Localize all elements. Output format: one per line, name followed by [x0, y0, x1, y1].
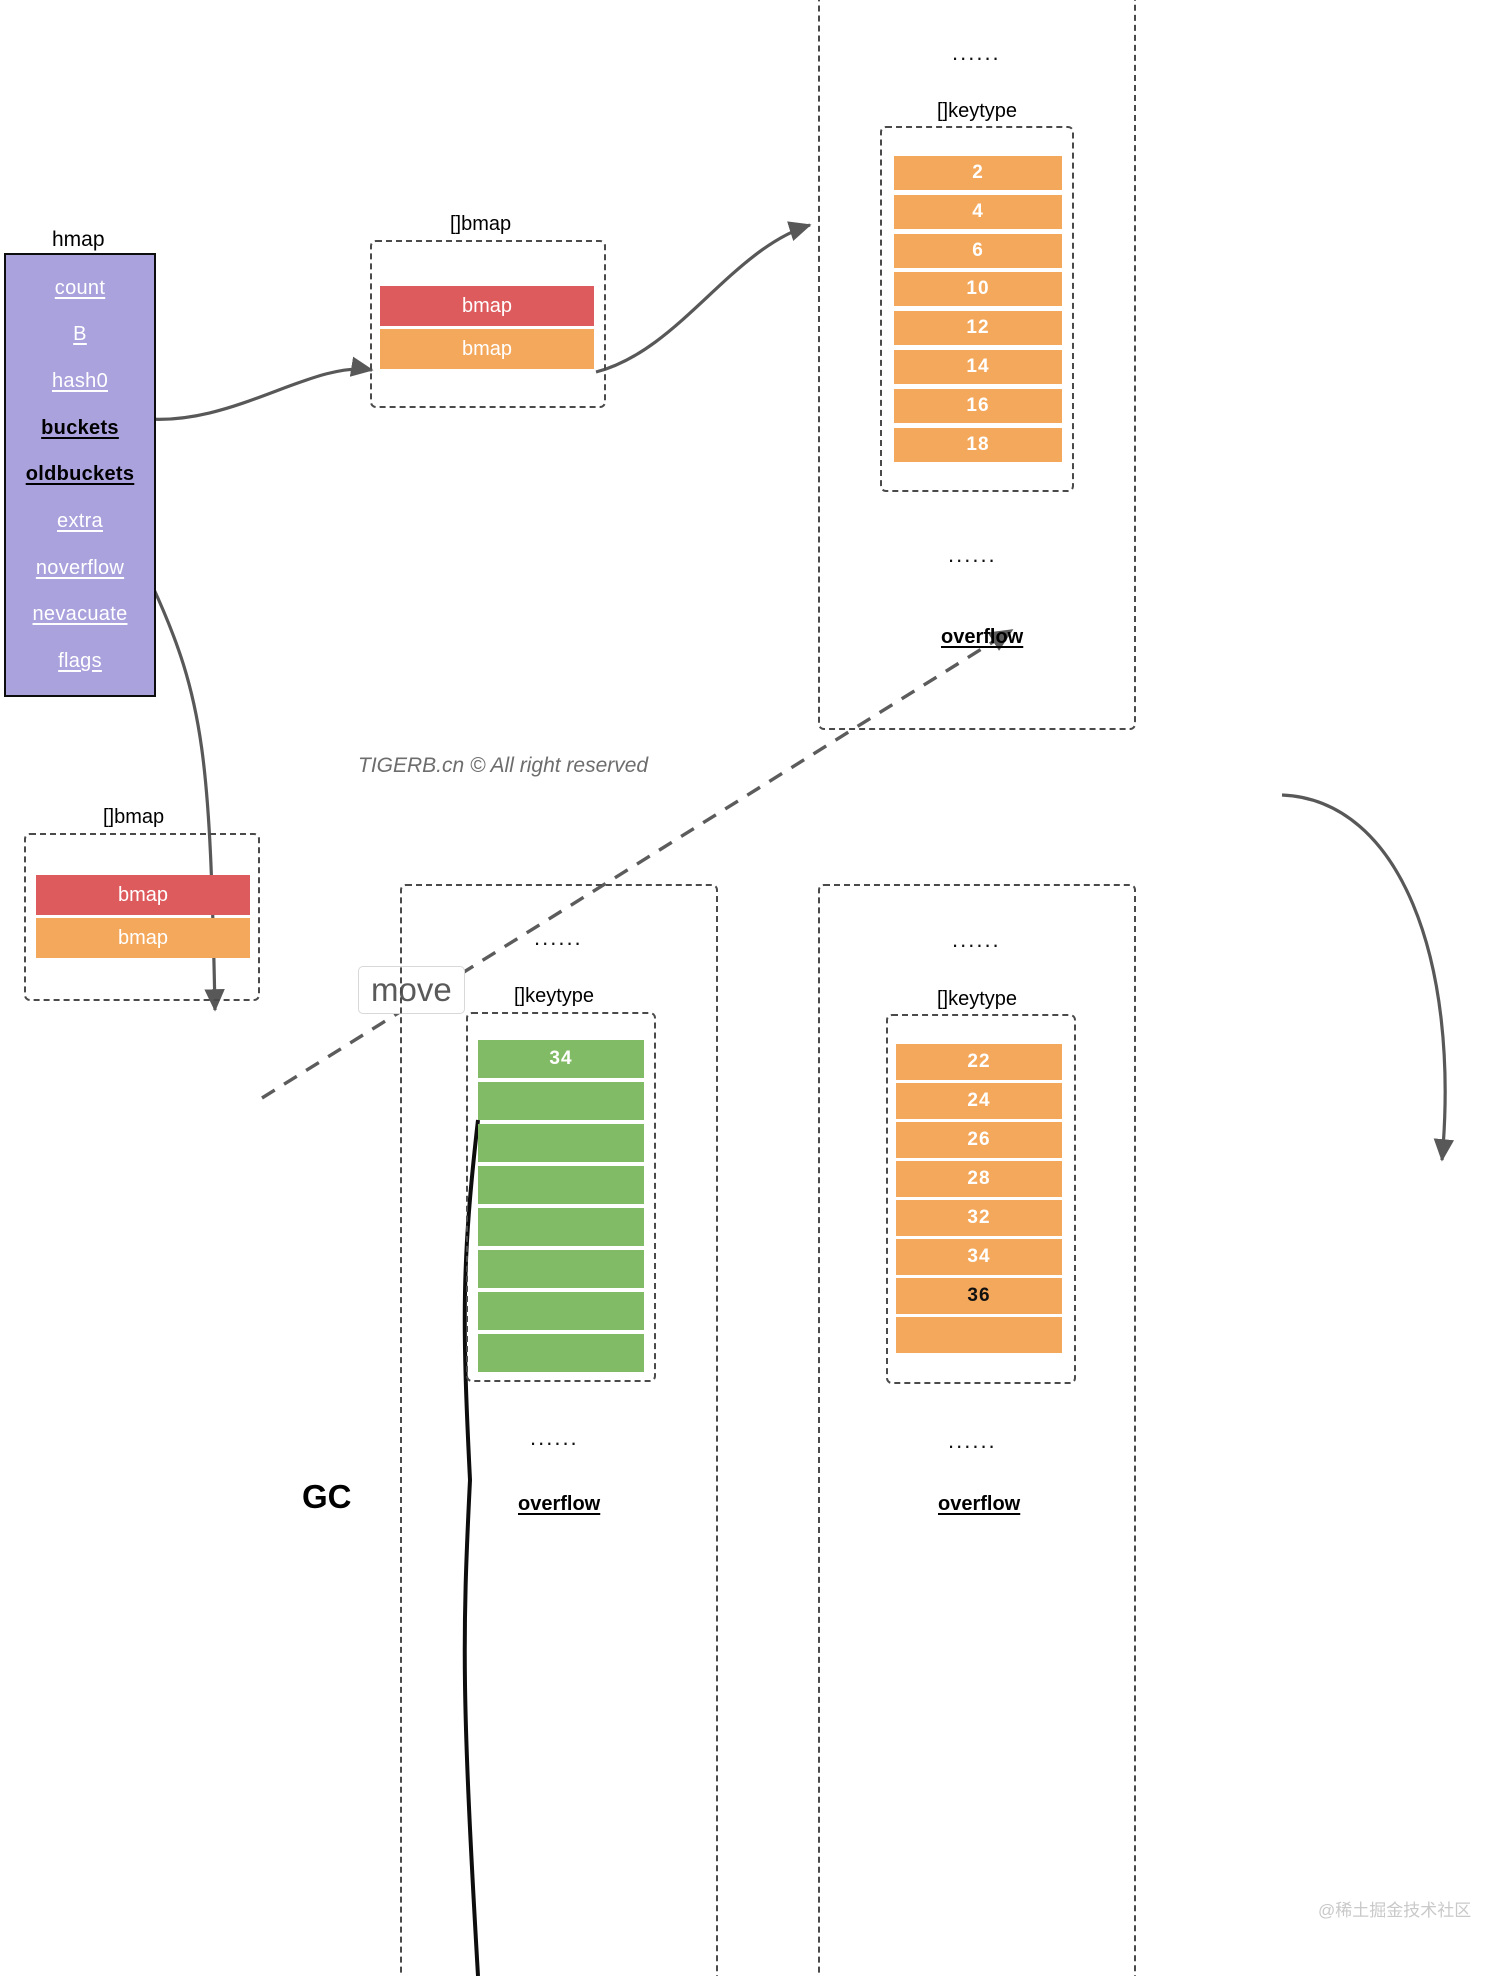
buckets-bmap-slice-1: bmap	[380, 329, 594, 369]
bottom-right-bottom-dots: ......	[948, 1428, 997, 1453]
arrow-buckets-to-bmap	[136, 356, 374, 421]
bottom-right-top-dots: ......	[952, 927, 1001, 952]
hmap-field-count: count	[54, 276, 106, 299]
buckets-bmap-slice-0: bmap	[380, 286, 594, 326]
top-right-keytype-container	[880, 126, 1074, 492]
bottom-right-cell-2: 26	[896, 1122, 1062, 1158]
hmap-field-nevacuate: nevacuate	[32, 603, 128, 626]
bottom-center-cell-6	[478, 1292, 644, 1330]
bottom-center-keytype-container	[466, 1012, 656, 1382]
bottom-right-cell-4: 32	[896, 1200, 1062, 1236]
bottom-right-keytype-container	[886, 1014, 1076, 1384]
bottom-center-top-dots: ......	[534, 925, 583, 950]
arrow-overflow-to-bottom-bucket	[1281, 793, 1455, 1162]
top-right-cell-5: 14	[894, 350, 1062, 384]
bottom-right-cell-5: 34	[896, 1239, 1062, 1275]
bottom-center-cell-5	[478, 1250, 644, 1288]
top-right-cell-1: 4	[894, 195, 1062, 229]
hmap-field-noverflow: noverflow	[35, 556, 125, 579]
top-right-top-dots: ......	[952, 40, 1001, 65]
bottom-center-cell-0: 34	[478, 1040, 644, 1078]
bottom-right-overflow-label[interactable]: overflow	[938, 1493, 1021, 1515]
bottom-right-cell-1: 24	[896, 1083, 1062, 1119]
bottom-center-cell-1	[478, 1082, 644, 1120]
hmap-title: hmap	[52, 228, 105, 251]
center-watermark: TIGERB.cn © All right reserved	[358, 754, 649, 777]
bottom-center-overflow-label[interactable]: overflow	[518, 1493, 601, 1515]
oldbuckets-bmap-caption: []bmap	[103, 806, 165, 828]
bottom-center-bucket-container	[400, 884, 718, 1976]
top-right-cell-7: 18	[894, 428, 1062, 462]
top-right-cell-6: 16	[894, 389, 1062, 423]
top-right-overflow-label[interactable]: overflow	[941, 626, 1024, 648]
top-right-keytype-caption: []keytype	[937, 100, 1018, 122]
corner-watermark: @稀土掘金技术社区	[1318, 1901, 1472, 1920]
bottom-right-bucket-container	[818, 884, 1136, 1976]
bottom-center-bottom-dots: ......	[530, 1425, 579, 1450]
buckets-bmap-caption: []bmap	[450, 213, 512, 235]
bottom-right-cell-3: 28	[896, 1161, 1062, 1197]
oldbuckets-bmap-slice-1: bmap	[36, 918, 250, 958]
hmap-field-buckets: buckets	[41, 416, 119, 439]
top-right-cell-2: 6	[894, 234, 1062, 268]
top-right-bottom-dots: ......	[948, 542, 997, 567]
bottom-right-cell-7	[896, 1317, 1062, 1353]
buckets-bmap-container	[370, 240, 606, 408]
top-right-bucket-container	[818, 0, 1136, 730]
top-right-cell-3: 10	[894, 272, 1062, 306]
hmap-field-hash0: hash0	[52, 370, 108, 393]
hmap-field-flags: flags	[58, 650, 102, 673]
bottom-right-cell-6: 36	[896, 1278, 1062, 1314]
bottom-center-keytype-caption: []keytype	[514, 985, 595, 1007]
move-badge: move	[358, 966, 465, 1014]
hmap-field-extra: extra	[57, 510, 103, 533]
bottom-center-cell-4	[478, 1208, 644, 1246]
hmap-struct-box: count B hash0 buckets oldbuckets extra n…	[4, 253, 156, 697]
oldbuckets-bmap-slice-0: bmap	[36, 875, 250, 915]
oldbuckets-bmap-container	[24, 833, 260, 1001]
bottom-center-cell-2	[478, 1124, 644, 1162]
bottom-right-keytype-caption: []keytype	[937, 988, 1018, 1010]
bottom-center-cell-7	[478, 1334, 644, 1372]
hmap-field-oldbuckets: oldbuckets	[25, 463, 135, 486]
arrow-bmap-to-top-bucket	[595, 221, 812, 374]
bottom-right-cell-0: 22	[896, 1044, 1062, 1080]
top-right-cell-0: 2	[894, 156, 1062, 190]
bottom-center-cell-3	[478, 1166, 644, 1204]
top-right-cell-4: 12	[894, 311, 1062, 345]
gc-label: GC	[302, 1478, 352, 1515]
hmap-field-b: B	[73, 323, 87, 346]
